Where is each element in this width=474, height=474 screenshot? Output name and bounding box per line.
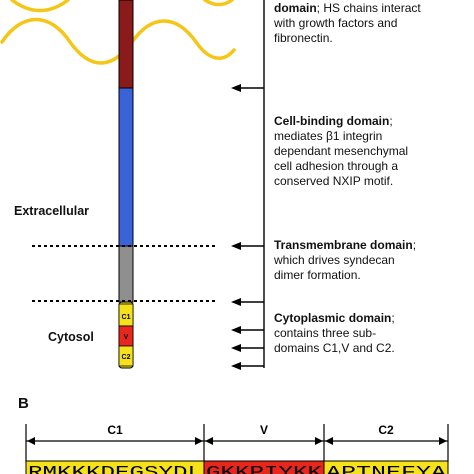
cytosol-label: Cytosol xyxy=(48,330,94,344)
sequence-c1-text: RMKKKDEGSYDL xyxy=(28,464,202,474)
arrow-subdomain-c2 xyxy=(231,362,264,370)
extracellular-label: Extracellular xyxy=(14,204,90,218)
cytoplasmic-desc-line: contains three sub- xyxy=(274,326,377,340)
transmembrane-desc-line: dimer formation. xyxy=(274,268,361,282)
transmembrane-domain-text: Transmembrane domain; which drives synde… xyxy=(274,238,416,283)
hs-domain-desc-line: with growth factors and xyxy=(274,16,398,30)
sequence-c2-text: APTNEFYA xyxy=(326,464,447,474)
subdomain-v-label: V xyxy=(124,334,129,341)
cell-binding-desc-line: cell adhesion through a xyxy=(274,159,399,173)
hs-domain-title-suffix: ; HS chains interact xyxy=(316,1,421,15)
cell-binding-desc-line: conserved NXIP motif. xyxy=(274,174,394,188)
cell-binding-desc-line: dependant mesenchymal xyxy=(274,144,409,158)
sequence-v-text: GKKPIYKK xyxy=(206,464,323,474)
segment-c1-label: C1 xyxy=(107,423,123,437)
arrow-membrane-inner xyxy=(231,298,264,306)
cell-binding-domain-title-suffix: ; xyxy=(389,114,393,128)
subdomain-c2-label: C2 xyxy=(122,354,131,361)
sequence-box-c2 xyxy=(323,460,449,474)
arrow-subdomain-c1 xyxy=(231,326,264,334)
subdomain-c1-label: C1 xyxy=(122,314,131,321)
hs-chain-middle xyxy=(203,0,234,7)
subdomain-c2-box xyxy=(118,345,134,367)
cytoplasmic-domain-title: Cytoplasmic domain xyxy=(274,311,392,325)
arrowhead-v-right xyxy=(315,437,323,445)
cytoplasmic-domain-title-suffix: ; xyxy=(391,311,395,325)
transmembrane-desc-line: which drives syndecan xyxy=(274,253,395,267)
hs-domain-title: domain xyxy=(274,1,317,15)
arrow-transmembrane xyxy=(231,242,264,250)
arrowhead-v-left xyxy=(205,437,213,445)
cell-binding-domain-title: Cell-binding domain xyxy=(274,114,390,128)
arrow-hs-domain xyxy=(231,84,264,92)
hs-domain-desc-line: fibronectin. xyxy=(274,31,333,45)
arrowhead-c1-left xyxy=(27,437,35,445)
cell-binding-desc-line: mediates β1 integrin xyxy=(274,129,383,143)
cytoplasmic-desc-line: domains C1,V and C2. xyxy=(274,341,395,355)
transmembrane-domain-title: Transmembrane domain xyxy=(274,238,413,252)
arrow-subdomain-v xyxy=(231,344,264,352)
hs-chain-upper xyxy=(10,0,70,13)
hs-domain-bar xyxy=(118,0,134,89)
segment-v-label: V xyxy=(260,423,268,437)
transmembrane-domain-title-suffix: ; xyxy=(412,238,417,252)
transmembrane-domain-bar xyxy=(118,245,134,303)
arrowhead-c2-left xyxy=(325,437,333,445)
hs-domain-text: domain; HS chains interact with growth f… xyxy=(274,1,421,46)
cell-binding-domain-text: Cell-binding domain; mediates β1 integri… xyxy=(274,114,408,189)
cell-binding-domain-bar xyxy=(118,87,134,247)
panel-b-label: B xyxy=(18,395,29,412)
arrowhead-c1-right xyxy=(195,437,203,445)
segment-c2-label: C2 xyxy=(378,423,394,437)
hs-chain-lower xyxy=(0,17,236,65)
cytoplasmic-domain-text: Cytoplasmic domain; contains three sub- … xyxy=(274,311,395,356)
arrowhead-c2-right xyxy=(439,437,447,445)
